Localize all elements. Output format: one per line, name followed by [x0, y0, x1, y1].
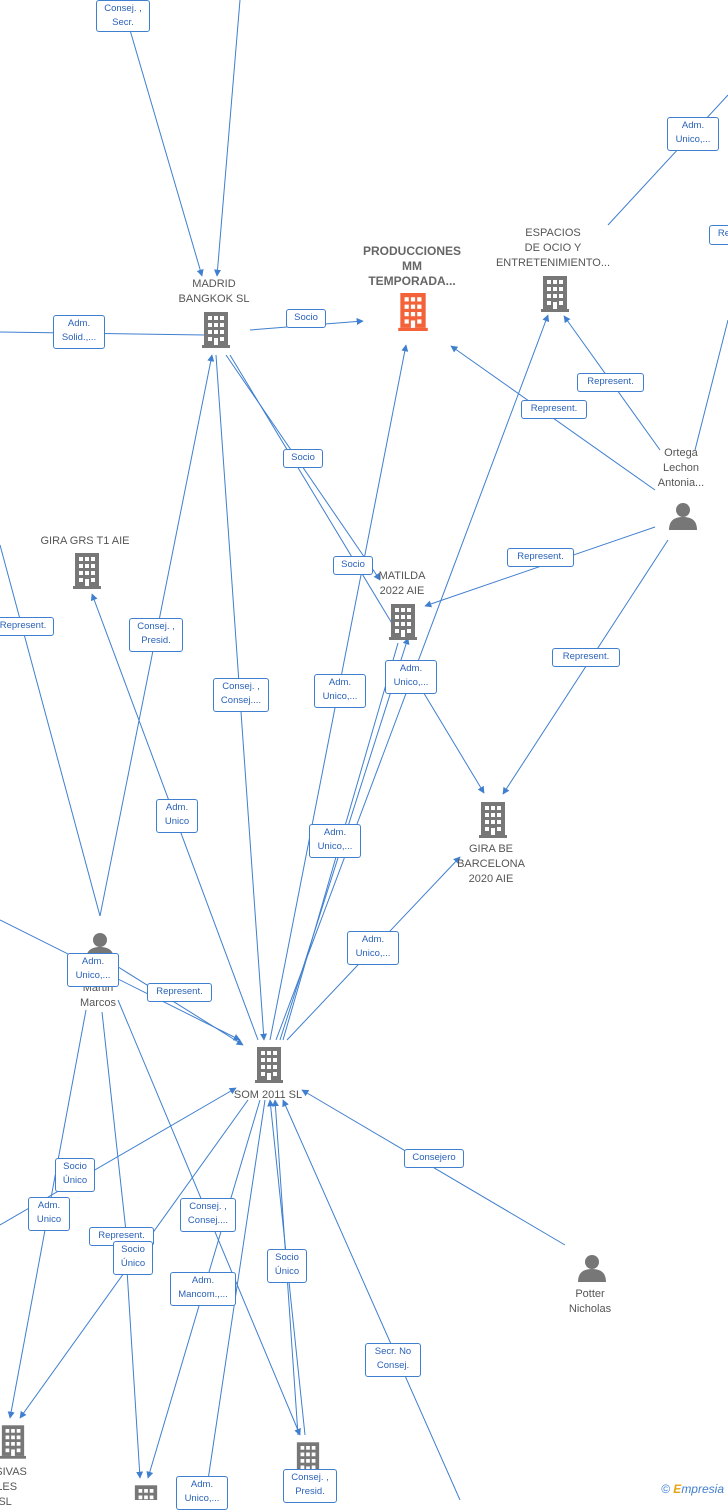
edge-label[interactable]: Represent.: [0, 617, 54, 636]
copyright-symbol: ©: [661, 1482, 670, 1496]
edge-label[interactable]: Consejero: [404, 1149, 464, 1168]
edge-label[interactable]: Socio: [333, 556, 373, 575]
som-building-icon[interactable]: [255, 1047, 283, 1083]
producciones-building-icon[interactable]: [398, 293, 428, 331]
edge-label[interactable]: Secr. No Consej.: [365, 1343, 421, 1377]
madrid-bangkok-building-icon[interactable]: [202, 312, 230, 348]
edge-label[interactable]: Consej. , Presid.: [283, 1469, 337, 1503]
edge-label[interactable]: Adm. Unico,...: [176, 1476, 228, 1510]
node-madrid-bangkok[interactable]: MADRID BANGKOK SL: [178, 278, 250, 305]
node-gira-grs[interactable]: GIRA GRS T1 AIE: [40, 535, 130, 547]
node-producciones[interactable]: PRODUCCIONES MM TEMPORADA...: [362, 244, 461, 288]
edge-label[interactable]: Consej. , Secr.: [96, 0, 150, 32]
node-matilda[interactable]: MATILDA 2022 AIE: [378, 570, 426, 597]
node-ersivas[interactable]: ERSIVAS ITALES RS SL: [0, 1466, 27, 1508]
edge-label[interactable]: Adm. Unico,...: [347, 931, 399, 965]
matilda-building-icon[interactable]: [389, 604, 417, 640]
edge-label[interactable]: Adm. Unico,...: [385, 660, 437, 694]
node-som[interactable]: SOM 2011 SL: [233, 1089, 303, 1101]
node-gira-be[interactable]: GIRA BE BARCELONA 2020 AIE: [457, 843, 525, 885]
edge-label[interactable]: Represent.: [507, 548, 574, 567]
edge-label[interactable]: Adm. Unico,...: [309, 824, 361, 858]
edge-label[interactable]: Consej. , Consej....: [213, 678, 269, 712]
edge-label[interactable]: Represent.: [147, 983, 212, 1002]
edge-label[interactable]: Socio Único: [55, 1158, 95, 1192]
edge-label[interactable]: Socio: [283, 449, 323, 468]
potter-person-icon[interactable]: [578, 1255, 606, 1282]
edge-label[interactable]: Consej. , Presid.: [129, 618, 183, 652]
edge-label[interactable]: Adm. Unico,...: [314, 674, 366, 708]
edge-label[interactable]: Consej. , Consej....: [180, 1198, 236, 1232]
node-ortega[interactable]: Ortega Lechon Antonia...: [657, 447, 705, 489]
edge-label[interactable]: Adm. Unico,...: [67, 953, 119, 987]
brand-initial: E: [673, 1482, 682, 1496]
edge-label[interactable]: Adm. Unico: [156, 799, 198, 833]
gira-be-building-icon[interactable]: [479, 802, 507, 838]
edge-label[interactable]: Adm. Unico: [28, 1197, 70, 1231]
edge-label[interactable]: Socio Único: [113, 1241, 153, 1275]
brand-name: mpresia: [681, 1482, 724, 1496]
ortega-person-icon[interactable]: [669, 503, 697, 530]
gira-grs-building-icon[interactable]: [73, 553, 101, 589]
espacios-building-icon[interactable]: [541, 276, 569, 312]
node-potter[interactable]: Potter Nicholas: [568, 1288, 612, 1315]
edge-label[interactable]: Adm. Solid.,...: [53, 315, 105, 349]
edge-label[interactable]: Re: [709, 225, 728, 245]
bottom-building-icon-1[interactable]: [133, 1485, 159, 1500]
edge-label[interactable]: Socio Único: [267, 1249, 307, 1283]
edge-label[interactable]: Adm. Mancom.,...: [170, 1272, 236, 1306]
empresia-watermark: © Empresia: [661, 1482, 724, 1496]
node-espacios[interactable]: ESPACIOS DE OCIO Y ENTRETENIMIENTO...: [495, 227, 611, 269]
edge-label[interactable]: Represent.: [552, 648, 620, 667]
edge-label[interactable]: Represent.: [577, 373, 644, 392]
edge-label[interactable]: Adm. Unico,...: [667, 117, 719, 151]
ersivas-building-icon[interactable]: [0, 1425, 26, 1459]
edge-label[interactable]: Socio: [286, 309, 326, 328]
edge-label[interactable]: Represent.: [521, 400, 587, 419]
